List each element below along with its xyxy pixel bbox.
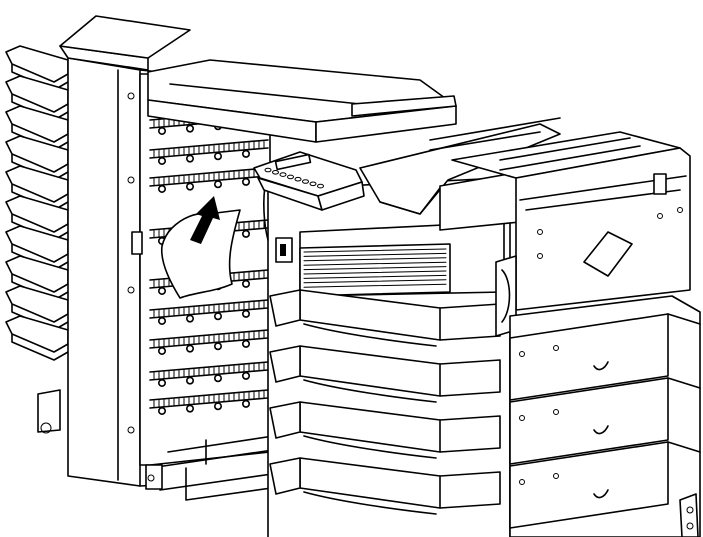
front-vent-grille (303, 248, 447, 288)
paper-drawer[interactable] (269, 401, 501, 459)
roller (186, 344, 195, 353)
control-panel (253, 151, 365, 211)
paper-drawer[interactable] (269, 345, 501, 403)
mailbox-bin (5, 315, 69, 361)
panel-button[interactable] (317, 183, 324, 189)
roller (158, 286, 167, 295)
roller (242, 177, 251, 186)
roller (214, 342, 223, 351)
roller (158, 346, 167, 355)
output-tray-area (359, 117, 561, 215)
roller (242, 279, 251, 288)
up-arrow-icon (190, 196, 220, 244)
roller (158, 316, 167, 325)
printer-paper-drawers (269, 289, 501, 515)
roller (242, 399, 251, 408)
panel-button[interactable] (272, 170, 279, 175)
roller (242, 149, 251, 158)
printer-top-cover (147, 59, 457, 143)
panel-button[interactable] (294, 176, 302, 182)
roller (214, 374, 223, 383)
panel-button[interactable] (309, 181, 317, 187)
roller-row (149, 139, 269, 165)
roller (214, 180, 223, 189)
roller (186, 376, 195, 385)
stand-bracket (679, 493, 699, 537)
roller (158, 156, 167, 165)
roller-row (149, 389, 269, 415)
optional-paper-unit (509, 295, 701, 537)
roller (186, 154, 195, 163)
roller (242, 371, 251, 380)
panel-button[interactable] (302, 179, 309, 184)
roller (186, 404, 195, 413)
panel-button[interactable] (279, 172, 287, 177)
roller (158, 184, 167, 193)
mailbox-bin-stack (5, 45, 69, 361)
lcd-display (274, 153, 312, 171)
roller (242, 309, 251, 318)
roller (186, 124, 195, 133)
access-panel-latch (583, 231, 633, 277)
option-paper-drawer[interactable] (509, 313, 701, 401)
roller (186, 182, 195, 191)
printer-body (263, 177, 511, 537)
panel-button[interactable] (287, 174, 294, 180)
roller (158, 406, 167, 415)
roller (158, 378, 167, 387)
roller (186, 314, 195, 323)
roller (214, 152, 223, 161)
roller (214, 312, 223, 321)
paper-drawer[interactable] (269, 457, 501, 515)
roller (214, 402, 223, 411)
roller (242, 229, 251, 238)
option-paper-drawer[interactable] (509, 377, 701, 465)
rear-duplex-unit (439, 131, 691, 337)
panel-button[interactable] (264, 167, 272, 173)
option-paper-drawer[interactable] (509, 441, 701, 529)
roller-row (149, 329, 269, 355)
roller (242, 339, 251, 348)
roller-row (149, 361, 269, 387)
roller (158, 126, 167, 135)
roller-row (149, 299, 269, 325)
